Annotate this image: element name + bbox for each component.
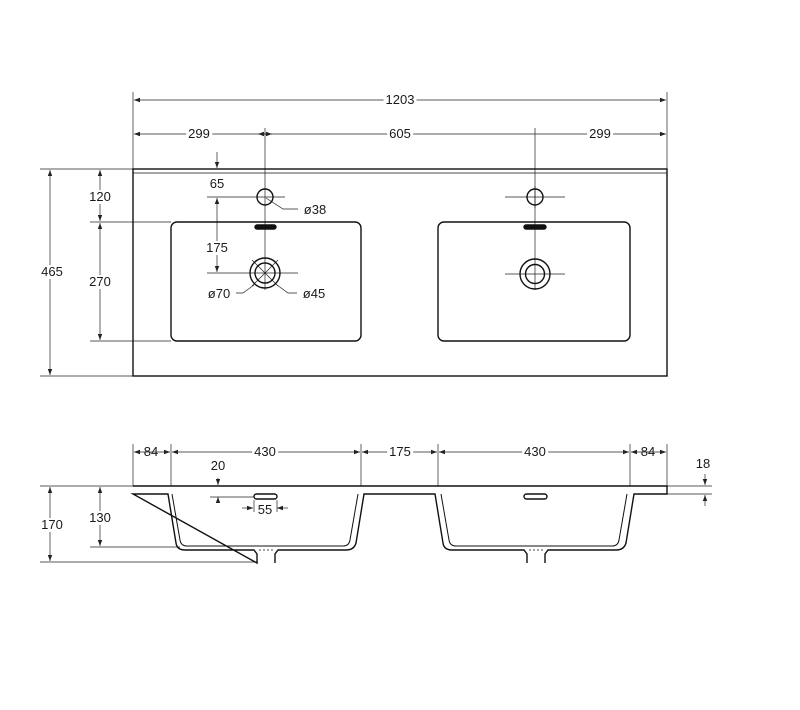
dim-bowl-depth: 130	[87, 510, 113, 525]
dim-overall-depth: 465	[39, 264, 65, 279]
dim-right-offset: 299	[587, 126, 613, 141]
dim-tap-to-drain: 175	[204, 240, 230, 255]
dim-tap-spacing: 605	[387, 126, 413, 141]
dim-left-offset: 299	[186, 126, 212, 141]
dim-basin-depth: 270	[87, 274, 113, 289]
dim-slab-thickness: 18	[695, 456, 711, 471]
dim-overall-width: 1203	[383, 92, 417, 107]
dim-drain-inner-diameter: ø45	[302, 286, 326, 301]
dim-basin-gap: 175	[387, 444, 413, 459]
dim-edge-left: 84	[143, 444, 159, 459]
dim-tap-to-basin: 65	[209, 176, 225, 191]
dim-total-height: 170	[39, 517, 65, 532]
dim-tap-hole-diameter: ø38	[303, 202, 327, 217]
dim-overflow-width: 55	[257, 502, 273, 517]
dim-basin-left-width: 430	[252, 444, 278, 459]
dim-overflow-depth: 20	[210, 458, 226, 473]
dimension-lines	[40, 92, 712, 563]
outline-lines	[130, 168, 668, 565]
dim-drain-outer-diameter: ø70	[207, 286, 231, 301]
dim-front-to-basin: 120	[87, 189, 113, 204]
dim-basin-right-width: 430	[522, 444, 548, 459]
dim-edge-right: 84	[640, 444, 656, 459]
